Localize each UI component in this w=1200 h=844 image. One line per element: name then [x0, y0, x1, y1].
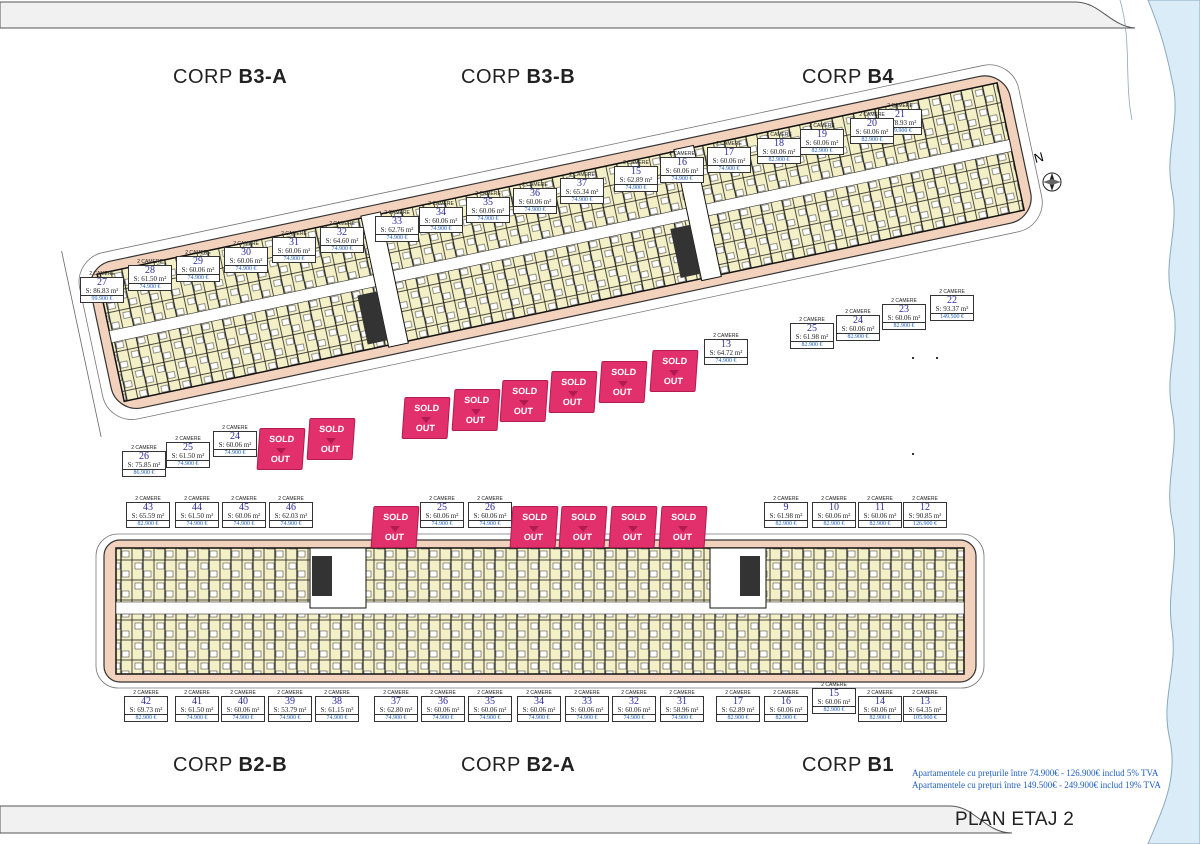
sold-out-tag: SOLD OUT: [451, 389, 501, 431]
sold-out-tag: SOLD OUT: [499, 380, 549, 422]
marker-dot: [936, 357, 938, 359]
corp-title-b4: CORP B4: [802, 66, 895, 88]
sold-out-tag: SOLD OUT: [256, 428, 306, 470]
corp-title-b3b: CORP B3-B: [461, 66, 576, 88]
sold-out-tag: SOLD OUT: [649, 350, 699, 392]
corp-title-b2b: CORP B2-B: [173, 754, 288, 776]
corp-title-b3a: CORP B3-A: [173, 66, 288, 88]
legend-line-1: Apartamentele cu prețurile între 74.900€…: [912, 768, 1159, 778]
compass-icon: [1042, 172, 1062, 192]
corp-title-b1: CORP B1: [802, 754, 895, 776]
sold-out-tag: SOLD OUT: [401, 397, 451, 439]
sold-out-tag: SOLD OUT: [509, 506, 559, 548]
sold-out-tag: SOLD OUT: [598, 361, 648, 403]
bottom-road-strip: [0, 805, 1013, 834]
plan-title: PLAN ETAJ 2: [955, 809, 1075, 830]
sold-out-tag: SOLD OUT: [306, 418, 356, 460]
sold-out-tag: SOLD OUT: [548, 371, 598, 413]
sold-out-tag: SOLD OUT: [370, 506, 420, 548]
sold-out-tag: SOLD OUT: [608, 506, 658, 548]
corp-title-b2a: CORP B2-A: [461, 754, 576, 776]
sold-out-tag: SOLD OUT: [558, 506, 608, 548]
sold-out-tag: SOLD OUT: [658, 506, 708, 548]
sea-edge: [1147, 0, 1200, 844]
legend-line-2: Apartamentele cu prețuri între 149.500€ …: [912, 780, 1161, 790]
marker-dot: [912, 357, 914, 359]
top-road-strip: [0, 1, 1136, 29]
lower-building: [95, 533, 985, 689]
marker-dot: [912, 453, 914, 455]
